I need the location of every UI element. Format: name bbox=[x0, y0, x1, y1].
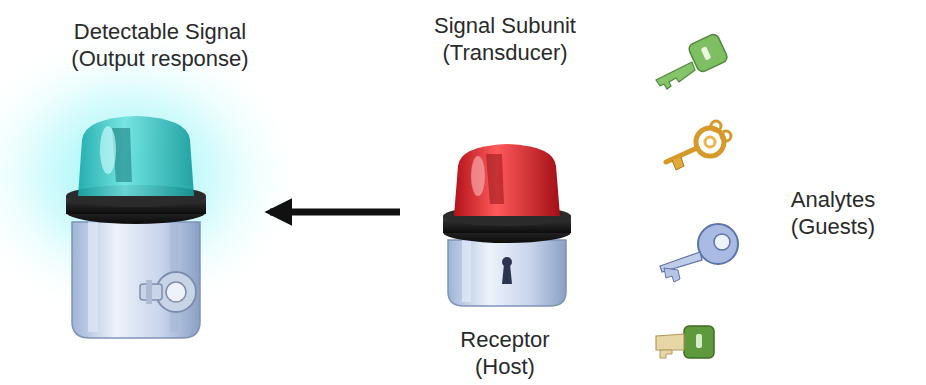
receptor-unit: Signal Subunit (Transducer) Receptor (Hos… bbox=[400, 12, 610, 380]
receptor-beacon bbox=[443, 144, 571, 306]
output-signal: Detectable Signal (Output response) bbox=[50, 18, 270, 348]
gold-key bbox=[666, 121, 731, 170]
signal-arrow bbox=[270, 209, 400, 216]
output-beacon bbox=[66, 116, 206, 338]
blue-key bbox=[660, 224, 738, 282]
group-label: Analytes (Guests) bbox=[758, 186, 908, 240]
node-label: Receptor (Host) bbox=[445, 326, 565, 380]
node-label: Signal Subunit (Transducer) bbox=[400, 12, 610, 66]
node-label: Detectable Signal (Output response) bbox=[50, 18, 270, 72]
green-key bbox=[656, 326, 714, 358]
green-key bbox=[656, 33, 729, 89]
